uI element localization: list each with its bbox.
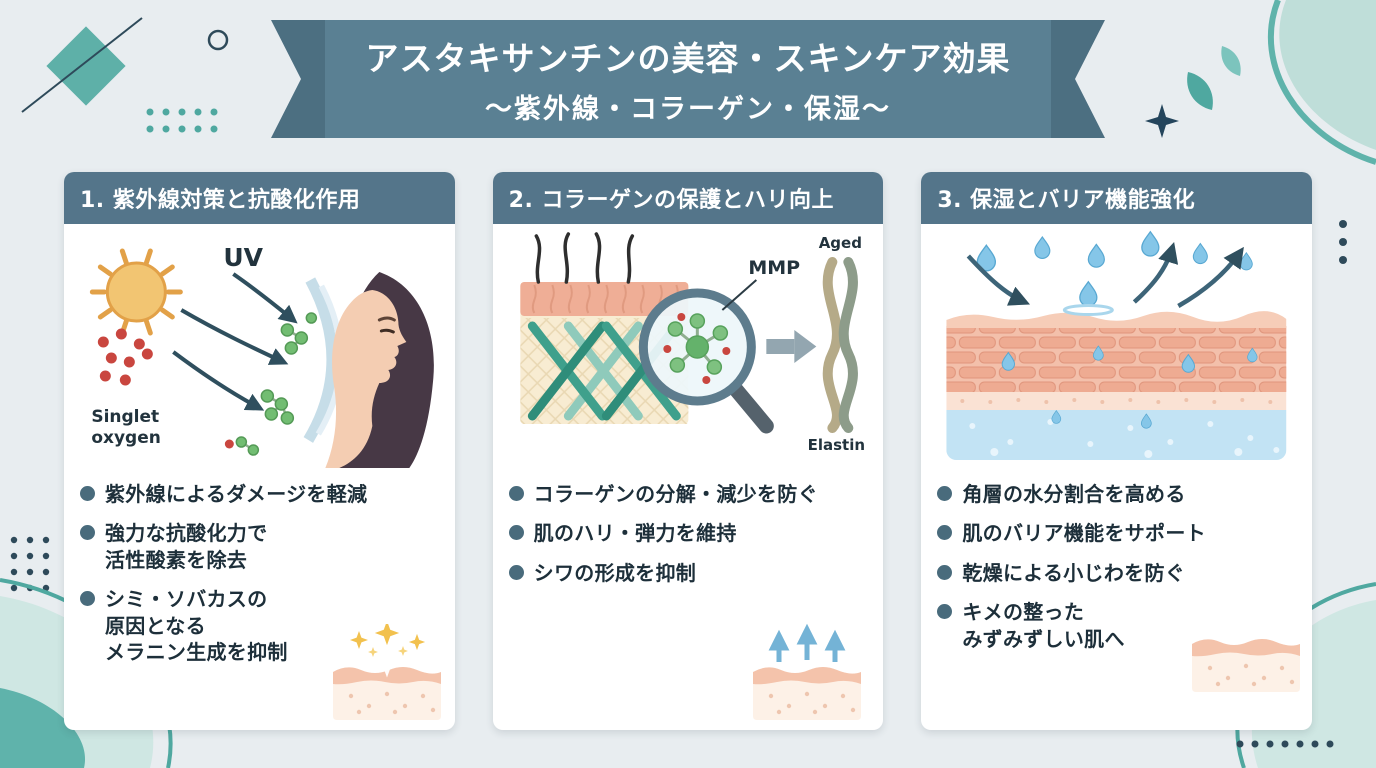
transform-arrow-icon [766, 330, 817, 363]
bullet-text: 肌のバリア機能をサポート [962, 521, 1206, 546]
bullet-dot [80, 525, 95, 541]
card1-body: UV [64, 224, 455, 730]
smooth-skin-inset [1184, 630, 1308, 700]
bullet-dot [937, 564, 953, 580]
bullet-text: シワの形成を抑制 [533, 560, 697, 585]
card-moisture-barrier: 3. 保湿とバリア機能強化 [921, 172, 1313, 730]
dot-grid-bottom-left [10, 536, 50, 592]
card-uv-protection: 1. 紫外線対策と抗酸化作用 [64, 172, 455, 730]
aged-label: Aged [818, 234, 861, 252]
title-banner-panel: アスタキサンチンの美容・スキンケア効果 〜紫外線・コラーゲン・保湿〜 [325, 20, 1051, 138]
bullet-item: 肌のハリ・弾力を維持 [508, 520, 868, 546]
bullet-text: 角層の水分割合を高める [962, 482, 1186, 506]
aged-fiber-strands [822, 257, 858, 433]
bullet-dot [508, 486, 524, 501]
bullet-dot [937, 486, 953, 501]
skin-layers-block [946, 311, 1287, 460]
skin-sparkle-inset [325, 620, 449, 728]
hairs [534, 232, 634, 284]
bullet-text: 肌のハリ・弾力を維持 [533, 521, 737, 546]
antioxidant-molecules [235, 312, 318, 456]
card2-bullets: コラーゲンの分解・減少を防ぐ 肌のハリ・弾力を維持 シワの形成を抑制 [508, 481, 868, 586]
uv-arrows [172, 272, 298, 411]
bullet-item: 紫外線によるダメージを軽減 [80, 481, 439, 507]
leaf-icon [1187, 72, 1213, 110]
elastin-label: Elastin [807, 436, 864, 454]
cards-row: 1. 紫外線対策と抗酸化作用 [64, 172, 1313, 730]
bullet-text: 乾燥による小じわを防ぐ [962, 560, 1186, 585]
mmp-label: MMP [748, 257, 800, 279]
singlet-oxygen-label-line1: Singlet [91, 407, 159, 427]
card1-bullets: 紫外線によるダメージを軽減 強力な抗酸化力で 活性酸素を除去 シミ・ソバカスの … [80, 481, 439, 665]
bullet-dot [508, 525, 524, 541]
bullet-item: シミ・ソバカスの 原因となる メラニン生成を抑制 [80, 586, 439, 665]
dot-grid-top-left [146, 108, 218, 133]
card-collagen-protection: 2. コラーゲンの保護とハリ向上 [492, 172, 884, 730]
uv-skin-illustration: UV [89, 243, 434, 468]
page-subtitle: 〜紫外線・コラーゲン・保湿〜 [485, 94, 891, 125]
face-profile [325, 272, 434, 468]
bullet-text: コラーゲンの分解・減少を防ぐ [533, 482, 818, 506]
bullet-item: 角層の水分割合を高める [937, 481, 1296, 507]
page-title: アスタキサンチンの美容・スキンケア効果 [365, 39, 1011, 78]
bullet-item: 強力な抗酸化力で 活性酸素を除去 [80, 520, 439, 573]
card2-heading: 2. コラーゲンの保護とハリ向上 [492, 172, 884, 224]
collagen-illustration: MMP Aged Elastin [520, 232, 865, 454]
dot-row-bottom-right [1236, 740, 1334, 748]
bullet-dot [937, 604, 953, 620]
bullet-dot [80, 591, 95, 607]
bullet-item: コラーゲンの分解・減少を防ぐ [508, 481, 868, 507]
bullet-dot [80, 486, 95, 501]
bullet-item: 乾燥による小じわを防ぐ [937, 560, 1296, 586]
uv-label: UV [223, 243, 263, 272]
skin-lift-inset [745, 620, 869, 724]
bullet-item: キメの整った みずみずしい肌へ [937, 599, 1296, 652]
singlet-oxygen-dots [97, 328, 234, 449]
bullet-item: シワの形成を抑制 [508, 560, 868, 586]
bullet-item: 肌のバリア機能をサポート [937, 520, 1296, 546]
card3-heading: 3. 保湿とバリア機能強化 [921, 172, 1313, 224]
bullet-dot [508, 564, 524, 580]
card2-body: MMP Aged Elastin コラ [493, 224, 884, 730]
bullet-text: キメの整った みずみずしい肌へ [962, 600, 1125, 651]
leaf-icon [1221, 46, 1241, 76]
card1-heading: 1. 紫外線対策と抗酸化作用 [64, 172, 455, 224]
title-banner: アスタキサンチンの美容・スキンケア効果 〜紫外線・コラーゲン・保湿〜 [271, 20, 1105, 138]
card3-bullets: 角層の水分割合を高める 肌のバリア機能をサポート 乾燥による小じわを防ぐ キメの… [937, 481, 1296, 652]
moisture-illustration [946, 231, 1287, 460]
bullet-text: シミ・ソバカスの 原因となる メラニン生成を抑制 [105, 587, 288, 664]
bullet-text: 強力な抗酸化力で 活性酸素を除去 [105, 521, 268, 572]
bullet-text: 紫外線によるダメージを軽減 [105, 482, 368, 506]
skin-collagen-block [520, 232, 689, 424]
magnifier-icon [638, 288, 774, 434]
sun-icon [89, 248, 183, 336]
card3-body: 角層の水分割合を高める 肌のバリア機能をサポート 乾燥による小じわを防ぐ キメの… [921, 224, 1312, 730]
singlet-oxygen-label-line2: oxygen [91, 428, 161, 448]
reflection-arrows [967, 242, 1245, 308]
bullet-dot [937, 525, 953, 541]
sparkle-icon [1145, 104, 1179, 138]
